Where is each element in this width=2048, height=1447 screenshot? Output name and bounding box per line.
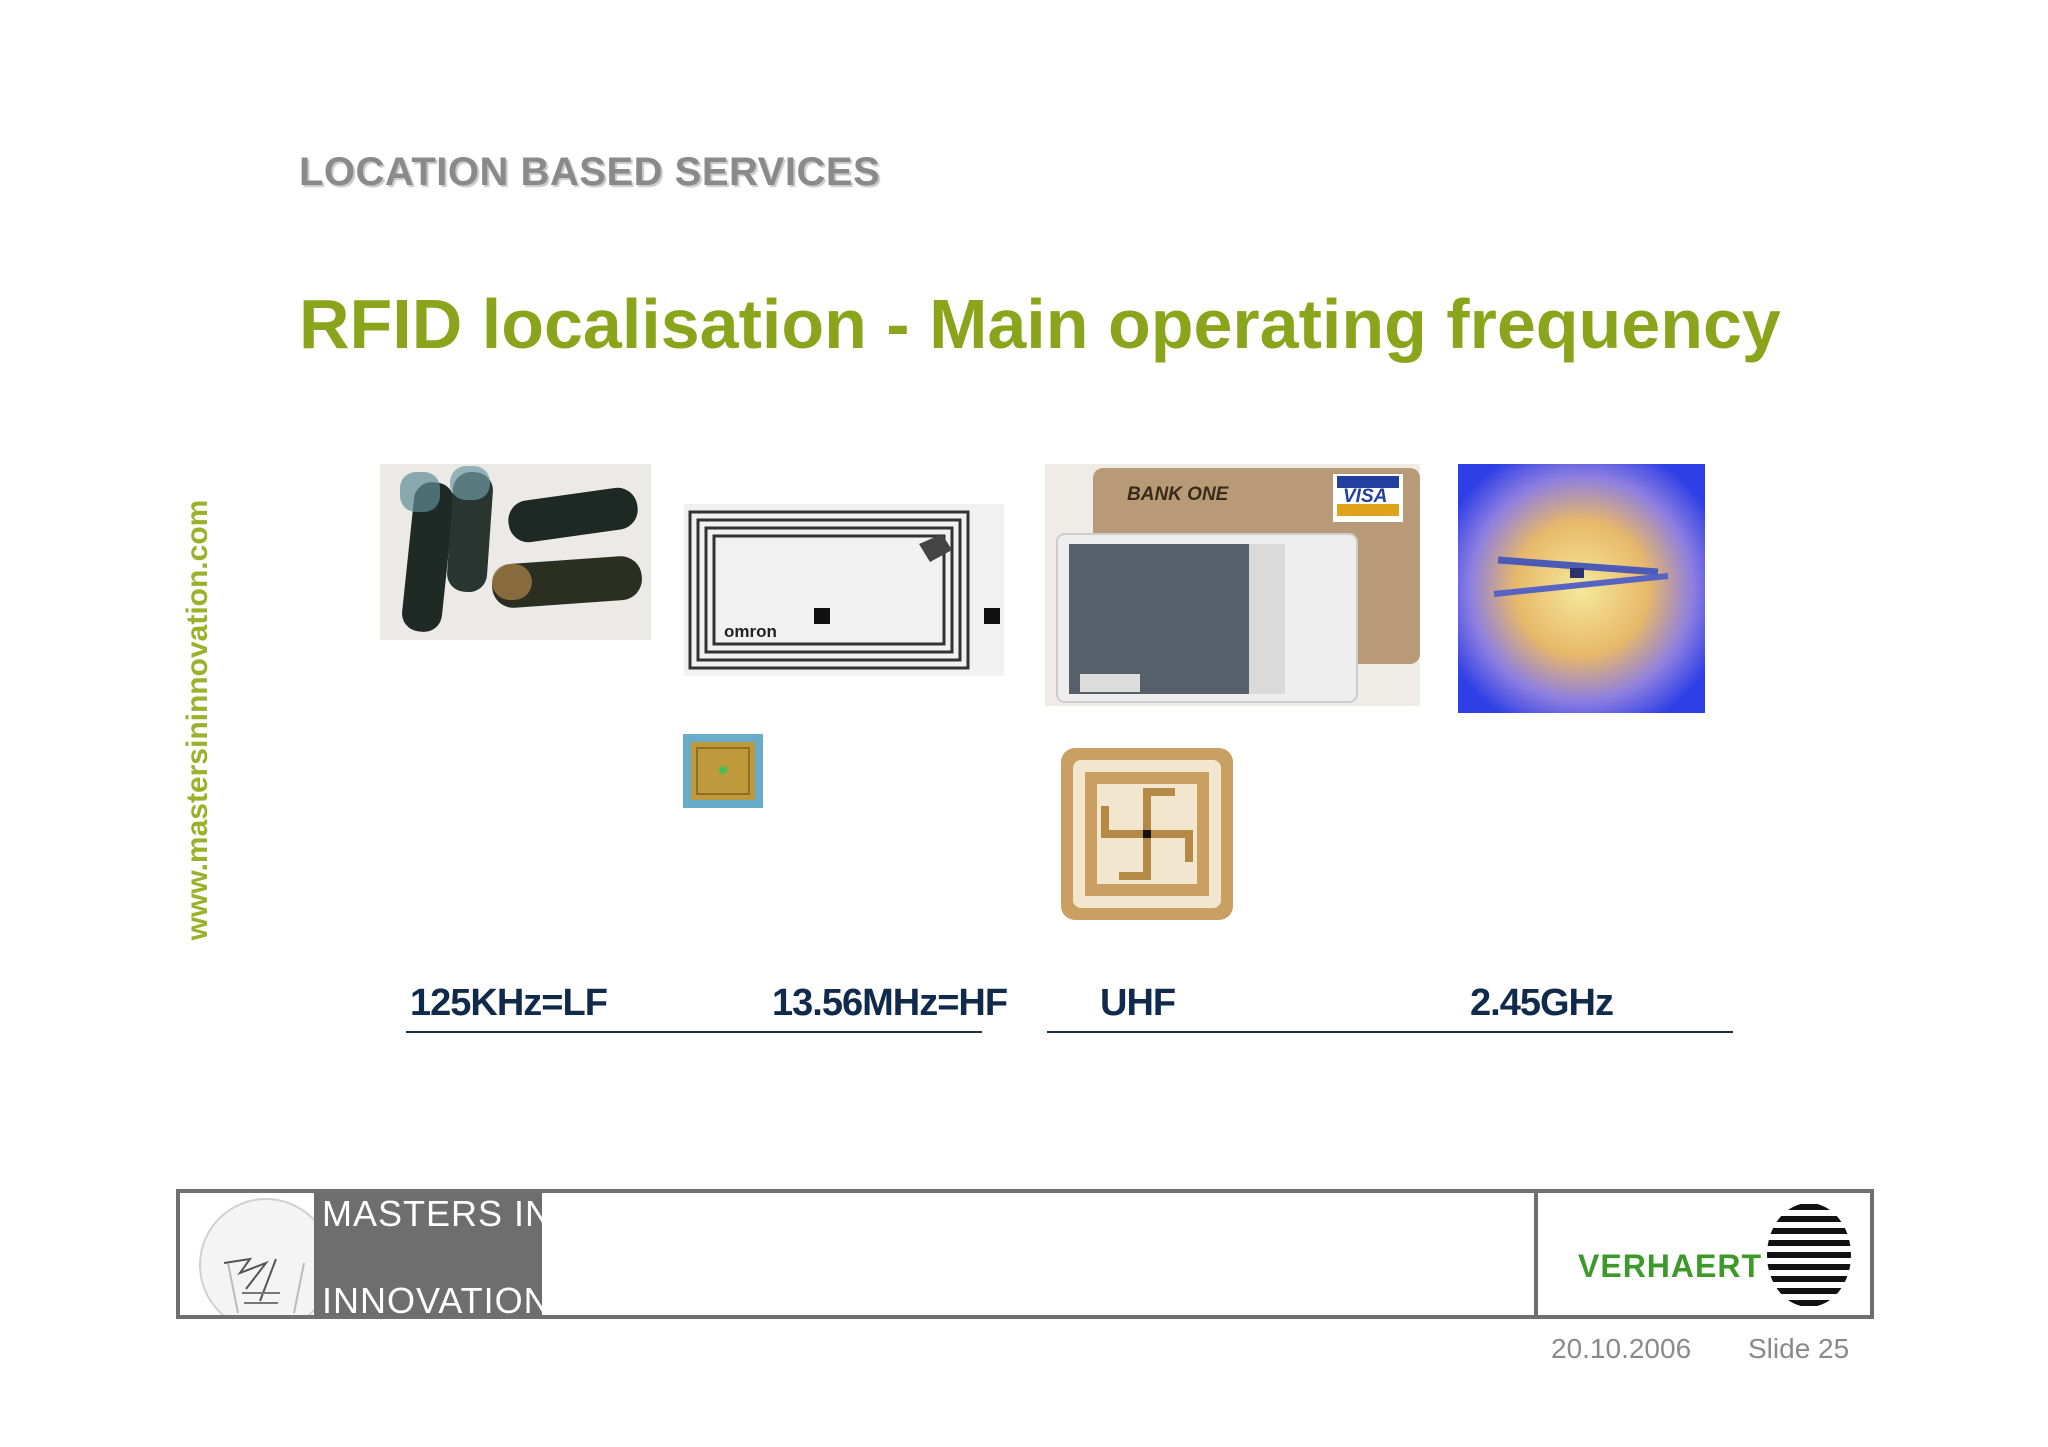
uhf-card-photo: BANK ONE VISA xyxy=(1045,464,1420,706)
slide-number: Slide 25 xyxy=(1748,1333,1850,1364)
ghz-tag-photo xyxy=(1458,464,1705,713)
glass-capsule-tags-icon xyxy=(380,464,651,640)
verhaert-logo xyxy=(1764,1200,1854,1315)
microwave-dipole-tag-icon xyxy=(1458,464,1705,713)
small-chip-square-icon xyxy=(683,734,763,808)
hf-chip-photo xyxy=(683,734,763,808)
footer-divider xyxy=(1534,1189,1538,1319)
footer-box xyxy=(176,1189,1874,1319)
lightbulb-icon xyxy=(199,1198,314,1315)
slide-title: RFID localisation - Main operating frequ… xyxy=(299,285,1781,363)
freq-underline-right xyxy=(1047,1031,1733,1033)
square-spiral-antenna-icon xyxy=(1061,748,1233,920)
striped-egg-logo-icon xyxy=(1767,1203,1851,1307)
freq-underline-left xyxy=(406,1031,982,1033)
visa-text: VISA xyxy=(1343,486,1388,507)
bank-one-text: BANK ONE xyxy=(1127,484,1229,505)
uhf-card-tag-icon xyxy=(1045,464,1420,706)
freq-label-hf: 13.56MHz=HF xyxy=(772,982,1008,1024)
uhf-antenna-photo xyxy=(1055,742,1239,926)
hf-inlay-photo: omron xyxy=(684,504,1004,676)
verhaert-company-name: VERHAERT xyxy=(1578,1248,1763,1284)
logo-text-innovation: INNOVATION xyxy=(322,1280,551,1321)
hf-inlay-antenna-icon xyxy=(684,504,1004,676)
section-title: LOCATION BASED SERVICES xyxy=(299,150,881,194)
omron-brand-text: omron xyxy=(724,622,777,641)
slide-date: 20.10.2006 xyxy=(1551,1333,1692,1364)
freq-label-uhf: UHF xyxy=(1100,982,1176,1024)
logo-text-masters-in: MASTERS IN xyxy=(322,1193,553,1234)
freq-label-lf: 125KHz=LF xyxy=(410,982,608,1024)
side-url: www.mastersininnovation.com xyxy=(181,499,214,941)
freq-label-ghz: 2.45GHz xyxy=(1470,982,1614,1024)
lf-capsule-tags-photo xyxy=(380,464,651,640)
logo-gray-panel xyxy=(314,1193,542,1315)
